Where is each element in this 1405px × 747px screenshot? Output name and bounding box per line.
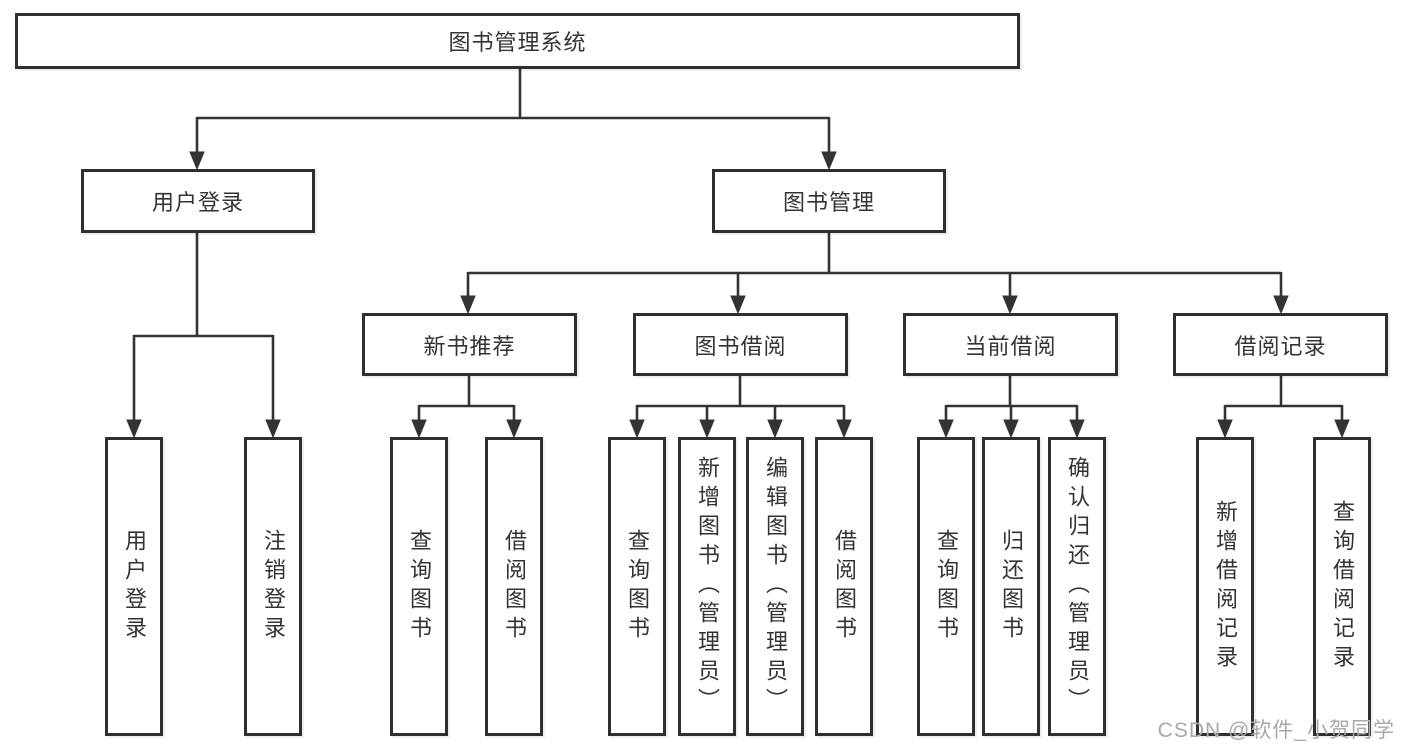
- node-label: 图书管理: [782, 190, 875, 215]
- node-label: 查询借阅记录: [1330, 499, 1355, 674]
- leaf-query-books-recommend: 查询图书: [390, 437, 448, 736]
- node-label: 图书管理系统: [448, 30, 587, 55]
- leaf-add-borrow-record: 新增借阅记录: [1196, 437, 1254, 736]
- node-label: 新书推荐: [423, 333, 516, 359]
- node-current-borrowing: 当前借阅: [903, 313, 1118, 376]
- node-label: 借阅图书: [502, 528, 527, 645]
- node-label: 确认归还（管理员）: [1065, 456, 1090, 717]
- leaf-user-login: 用户登录: [105, 437, 163, 736]
- node-label: 当前借阅: [964, 333, 1057, 359]
- node-book-management: 图书管理: [712, 169, 946, 233]
- leaf-borrow-books: 借阅图书: [815, 437, 873, 736]
- node-label: 用户登录: [151, 190, 244, 215]
- node-label: 新增借阅记录: [1213, 499, 1238, 674]
- node-new-book-recommendation: 新书推荐: [362, 313, 577, 376]
- leaf-query-books-current: 查询图书: [917, 437, 975, 736]
- node-label: 新增图书（管理员）: [695, 456, 720, 717]
- node-label: 查询图书: [407, 528, 432, 645]
- watermark: CSDN @软件_小贺同学: [1157, 719, 1395, 742]
- node-label: 查询图书: [934, 528, 959, 645]
- node-label: 借阅图书: [832, 528, 857, 645]
- node-label: 查询图书: [625, 528, 650, 645]
- node-label: 图书借阅: [694, 333, 787, 359]
- node-label: 用户登录: [122, 528, 147, 645]
- leaf-add-books-admin: 新增图书（管理员）: [678, 437, 736, 736]
- leaf-query-borrow-record: 查询借阅记录: [1313, 437, 1371, 736]
- leaf-confirm-return-admin: 确认归还（管理员）: [1048, 437, 1106, 736]
- node-book-borrowing: 图书借阅: [633, 313, 848, 376]
- leaf-edit-books-admin: 编辑图书（管理员）: [746, 437, 804, 736]
- node-label: 编辑图书（管理员）: [763, 456, 788, 717]
- leaf-logout: 注销登录: [244, 437, 302, 736]
- leaf-query-books-borrowing: 查询图书: [608, 437, 666, 736]
- node-borrowing-records: 借阅记录: [1173, 313, 1388, 376]
- node-user-login: 用户登录: [81, 169, 315, 233]
- leaf-borrow-books-recommend: 借阅图书: [485, 437, 543, 736]
- leaf-return-books: 归还图书: [982, 437, 1040, 736]
- node-label: 借阅记录: [1234, 333, 1327, 359]
- node-label: 注销登录: [261, 528, 286, 645]
- node-label: 归还图书: [999, 528, 1024, 645]
- node-library-management-system: 图书管理系统: [15, 13, 1020, 69]
